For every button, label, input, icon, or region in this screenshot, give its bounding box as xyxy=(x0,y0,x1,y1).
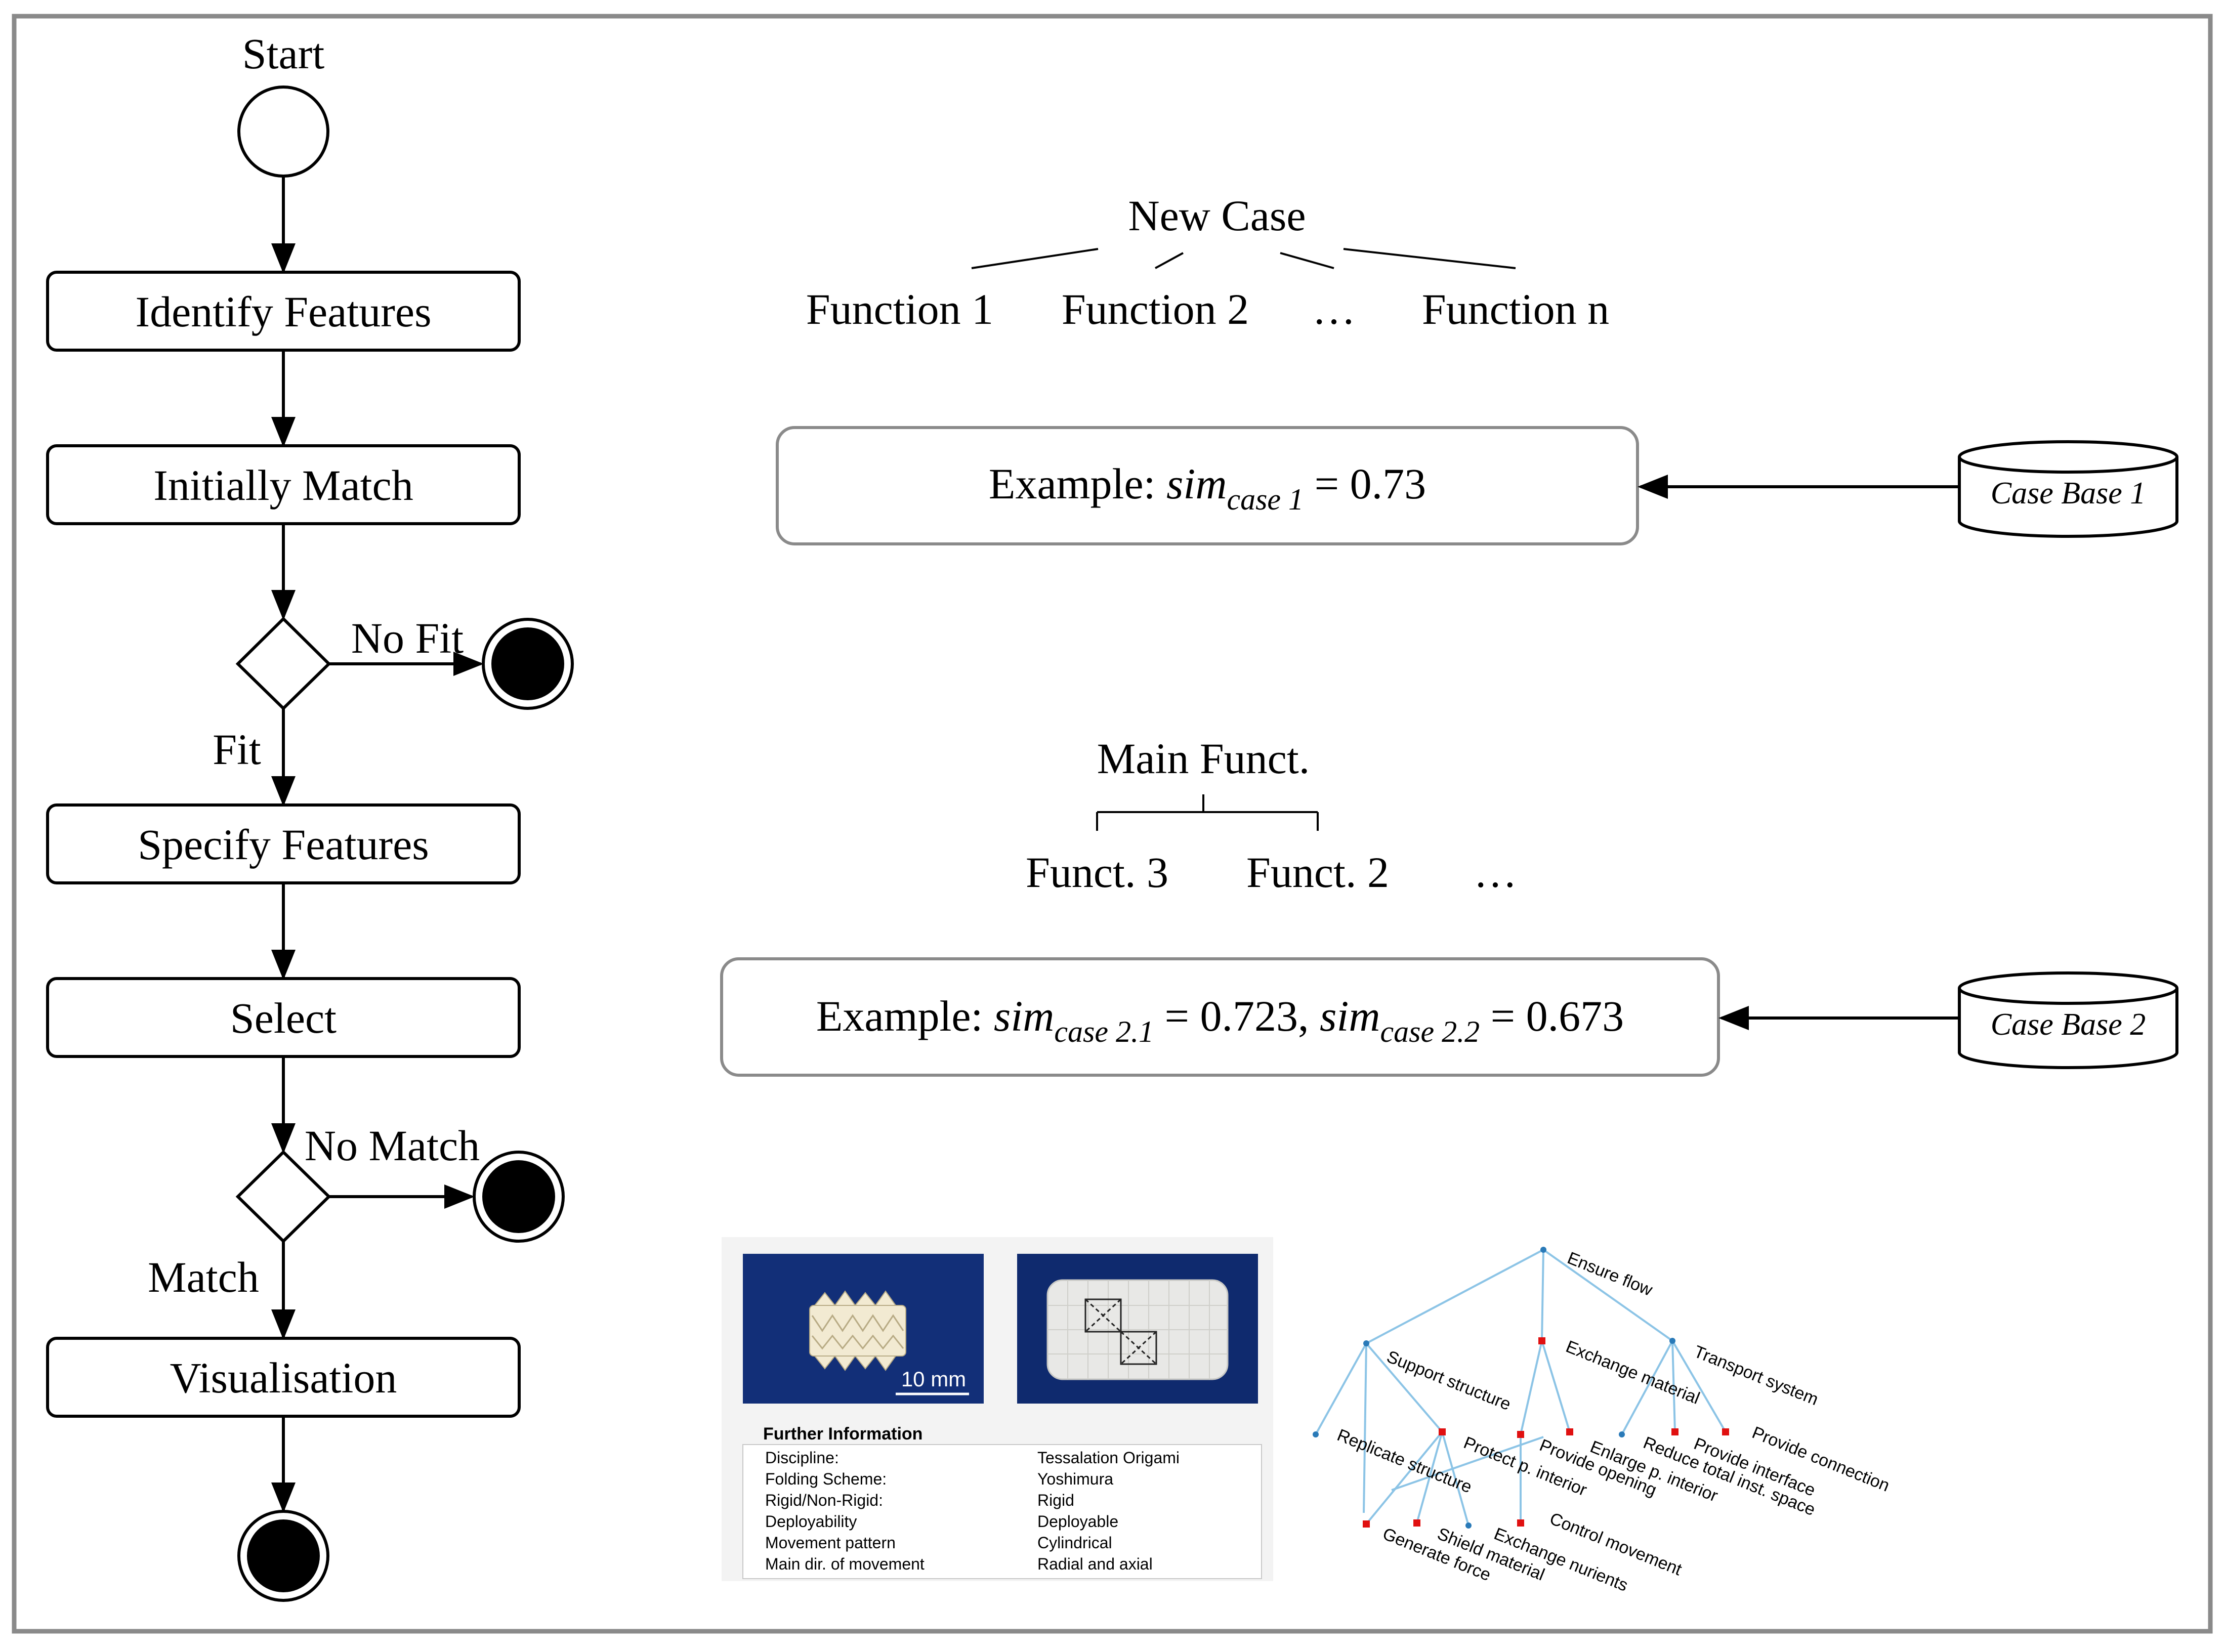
example2-value2: = 0.673 xyxy=(1480,992,1624,1040)
label-exchange-material: Exchange material xyxy=(1563,1337,1702,1408)
node-enlarge xyxy=(1619,1431,1625,1437)
end-node-no-match-inner xyxy=(482,1160,555,1233)
final-end-node-inner xyxy=(247,1519,320,1592)
new-case-tree: New Case Function 1 Function 2 … Functio… xyxy=(806,191,1609,333)
no-match-label: No Match xyxy=(305,1121,480,1170)
info-key-rigid: Rigid/Non-Rigid: xyxy=(765,1491,883,1509)
tree1-edge-2 xyxy=(1155,252,1184,269)
node-exchange-nutrients xyxy=(1413,1519,1420,1527)
example2-value1: = 0.723, xyxy=(1154,992,1320,1040)
label-support-structure: Support structure xyxy=(1384,1347,1514,1414)
example1-sub: case 1 xyxy=(1227,483,1304,516)
node-exchange xyxy=(1538,1337,1545,1344)
ellipsis-2: … xyxy=(1474,848,1517,897)
main-funct-tree: Main Funct. Funct. 3 Funct. 2 … xyxy=(1026,734,1517,897)
origami-info-panel: 10 mm xyxy=(722,1237,1273,1581)
further-info-title: Further Information xyxy=(763,1424,922,1444)
example1-prefix: Example: xyxy=(989,459,1166,508)
node-transport xyxy=(1669,1338,1675,1344)
node-generate xyxy=(1363,1520,1370,1528)
node-provide-connection xyxy=(1722,1428,1729,1435)
origami-photo-folded xyxy=(743,1254,984,1404)
info-value-rigid: Rigid xyxy=(1037,1491,1074,1509)
funct-3-label: Funct. 3 xyxy=(1026,848,1168,897)
example2-prefix: Example: xyxy=(816,992,994,1040)
label-transport-system: Transport system xyxy=(1691,1342,1821,1409)
node-replicate xyxy=(1313,1431,1319,1437)
initially-match-label: Initially Match xyxy=(153,461,413,510)
info-value-discipline: Tessalation Origami xyxy=(1037,1449,1180,1467)
case-base-2-label: Case Base 2 xyxy=(1991,1007,2146,1042)
fit-label: Fit xyxy=(213,725,261,774)
tree1-edge-4 xyxy=(1343,248,1516,269)
case-base-2-cylinder: Case Base 2 xyxy=(1958,971,2178,1069)
example2-text: Example: simcase 2.1 = 0.723, simcase 2.… xyxy=(816,992,1624,1048)
tree1-edge-3 xyxy=(1280,252,1334,269)
end-node-no-fit-inner xyxy=(491,627,564,700)
start-label: Start xyxy=(242,29,325,78)
funct-2-label: Funct. 2 xyxy=(1246,848,1389,897)
node-provide-opening xyxy=(1566,1428,1573,1435)
info-key-discipline: Discipline: xyxy=(765,1449,839,1467)
select-label: Select xyxy=(230,994,337,1042)
example2-sub1: case 2.1 xyxy=(1054,1015,1154,1048)
start-node xyxy=(237,86,329,178)
info-value-direction: Radial and axial xyxy=(1037,1555,1153,1573)
info-key-deployability: Deployability xyxy=(765,1512,857,1531)
specify-features-label: Specify Features xyxy=(138,820,429,869)
example1-text: Example: simcase 1 = 0.73 xyxy=(989,459,1426,516)
identify-features-label: Identify Features xyxy=(135,287,431,336)
info-value-movement: Cylindrical xyxy=(1037,1534,1112,1552)
function-1-label: Function 1 xyxy=(806,285,993,333)
origami-photo-cylinder xyxy=(1017,1254,1258,1404)
node-support xyxy=(1363,1340,1369,1346)
node-reduce xyxy=(1671,1428,1679,1435)
flowchart: Start Identify Features Initially Match … xyxy=(46,29,574,1602)
example2-sim1: sim xyxy=(994,992,1054,1040)
function-n-label: Function n xyxy=(1422,285,1609,333)
scale-label: 10 mm xyxy=(901,1367,966,1391)
example1-sim: sim xyxy=(1166,459,1227,508)
info-value-deployability: Deployable xyxy=(1037,1512,1118,1531)
example2-sub2: case 2.2 xyxy=(1380,1015,1480,1048)
no-fit-label: No Fit xyxy=(351,614,464,662)
info-key-direction: Main dir. of movement xyxy=(765,1555,925,1573)
info-key-folding: Folding Scheme: xyxy=(765,1470,887,1488)
main-funct-label: Main Funct. xyxy=(1097,734,1310,783)
case-base-1-cylinder: Case Base 1 xyxy=(1958,440,2178,538)
new-case-label: New Case xyxy=(1128,191,1306,240)
node-ensure-flow xyxy=(1540,1247,1546,1253)
example2-sim2: sim xyxy=(1320,992,1380,1040)
info-table: Discipline: Tessalation Origami Folding … xyxy=(765,1449,1180,1573)
info-table-box xyxy=(742,1444,1262,1579)
tree1-edge-1 xyxy=(971,248,1099,269)
ellipsis-1: … xyxy=(1312,285,1356,333)
node-protect xyxy=(1439,1428,1446,1435)
info-key-movement: Movement pattern xyxy=(765,1534,896,1552)
node-control xyxy=(1517,1519,1524,1527)
function-2-label: Function 2 xyxy=(1062,285,1249,333)
match-label: Match xyxy=(148,1253,259,1301)
decision-fit xyxy=(235,616,331,711)
node-provide-p xyxy=(1517,1431,1524,1438)
info-value-folding: Yoshimura xyxy=(1037,1470,1113,1488)
outer-frame xyxy=(12,14,2213,1634)
function-tree: Ensure flow Support structure Exchange m… xyxy=(1313,1247,1892,1595)
node-shield xyxy=(1465,1522,1472,1529)
case-base-1-label: Case Base 1 xyxy=(1991,476,2146,511)
example1-value: = 0.73 xyxy=(1304,459,1426,508)
visualisation-label: Visualisation xyxy=(170,1353,397,1402)
